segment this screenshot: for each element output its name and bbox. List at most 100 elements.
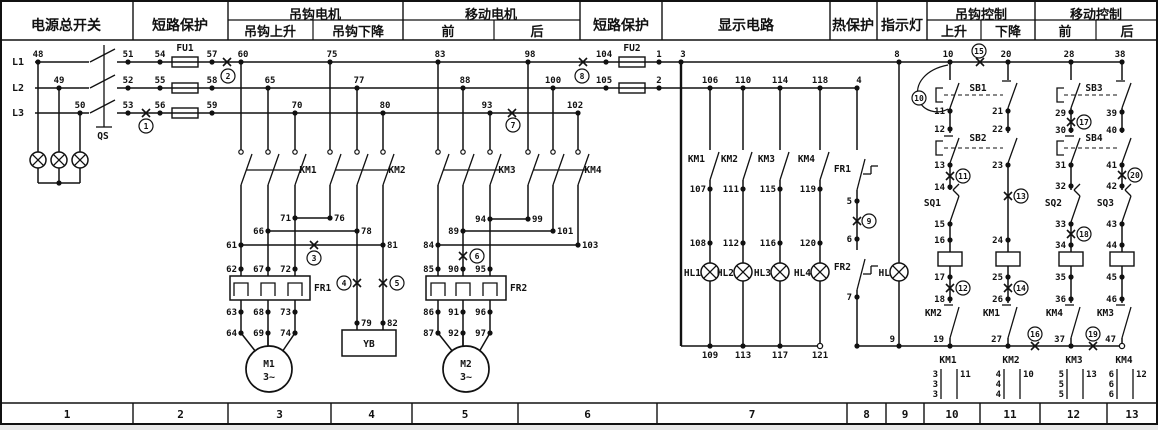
- junction-dot: [380, 110, 386, 116]
- node-number: 105: [596, 76, 612, 86]
- junction-dot: [525, 59, 531, 65]
- footer-column-number: 8: [863, 408, 870, 421]
- symbol-stroke: [952, 183, 960, 191]
- node-number: 47: [1105, 335, 1116, 345]
- symbol-stroke: [1007, 82, 1018, 109]
- junction-dot: [209, 85, 215, 91]
- symbol-stroke: [356, 153, 369, 186]
- junction-dot: [56, 180, 62, 186]
- node-number: 28: [1064, 50, 1075, 60]
- node-number: 85: [423, 265, 434, 275]
- junction-dot: [265, 228, 271, 234]
- component-label: KM2: [721, 154, 738, 165]
- contactor-coil: [995, 251, 1021, 267]
- wire-mark-x: [852, 216, 862, 226]
- wire-mark-x: [1117, 170, 1127, 180]
- junction-dot: [550, 228, 556, 234]
- header-subcell-label: 下降: [995, 24, 1022, 39]
- contactor-coil: [1109, 251, 1135, 267]
- component-label: HL: [879, 268, 891, 279]
- footer-column-number: 10: [945, 408, 958, 421]
- circled-number: 18: [1079, 230, 1089, 239]
- circled-number-marker: [469, 248, 485, 264]
- node-number: 63: [226, 308, 237, 318]
- heater-element-icon: [482, 282, 498, 296]
- junction-dot: [1119, 242, 1125, 248]
- symbol-stroke: [1121, 306, 1132, 339]
- symbol-stroke: [1070, 137, 1081, 164]
- node-number: 2: [656, 76, 661, 86]
- symbol-stroke: [1121, 137, 1132, 164]
- node-number: 27: [991, 335, 1002, 345]
- junction-dot: [777, 343, 783, 349]
- node-number: 107: [690, 185, 706, 195]
- node-number: 26: [992, 295, 1003, 305]
- node-number: 94: [475, 215, 486, 225]
- node-number: 71: [280, 214, 291, 224]
- wire-mark-x: [141, 108, 151, 118]
- circled-number: 3: [312, 254, 317, 263]
- circled-number-marker: [574, 68, 590, 84]
- node-number: 38: [1115, 50, 1126, 60]
- junction-dot: [1005, 108, 1011, 114]
- junction-dot: [854, 343, 860, 349]
- symbol-stroke: [267, 153, 280, 186]
- node-number: 116: [760, 239, 776, 249]
- footer-column-number: 4: [368, 408, 375, 421]
- junction-dot: [777, 186, 783, 192]
- component-label: SB4: [1085, 133, 1102, 144]
- node-number: 108: [690, 239, 706, 249]
- junction-dot: [487, 309, 493, 315]
- contact-terminal: [292, 149, 298, 155]
- junction-dot: [947, 59, 953, 65]
- component-label: SQ3: [1097, 198, 1114, 209]
- symbol-stroke: [1070, 195, 1081, 223]
- contact-terminal: [354, 149, 360, 155]
- junction-dot: [678, 59, 684, 65]
- component-label: FU2: [623, 43, 640, 54]
- node-number: 4: [996, 370, 1002, 380]
- junction-dot: [656, 59, 662, 65]
- node-number: 70: [292, 101, 303, 111]
- junction-dot: [1005, 274, 1011, 280]
- junction-dot: [460, 330, 466, 336]
- junction-dot: [487, 110, 493, 116]
- header-cell-label: 吊钩控制: [955, 7, 1007, 22]
- circled-number-marker: [138, 118, 154, 134]
- lamp-icon: [773, 265, 787, 279]
- junction-dot: [947, 296, 953, 302]
- junction-dot: [354, 85, 360, 91]
- contact-terminal: [460, 149, 466, 155]
- junction-dot: [575, 110, 581, 116]
- symbol-stroke: [856, 258, 866, 291]
- node-number: 96: [475, 308, 486, 318]
- component-label: SB2: [969, 133, 986, 144]
- footer-column-number: 11: [1003, 408, 1017, 421]
- node-number: 55: [155, 76, 166, 86]
- symbol-stroke: [819, 151, 830, 181]
- wire: [281, 332, 296, 353]
- circled-number-marker: [971, 43, 987, 59]
- junction-dot: [265, 330, 271, 336]
- lamp-icon: [31, 153, 45, 167]
- junction-dot: [327, 59, 333, 65]
- header-cell-label: 热保护: [832, 17, 874, 33]
- node-number: 31: [1055, 161, 1066, 171]
- node-number: 100: [545, 76, 561, 86]
- node-number: 43: [1106, 220, 1117, 230]
- wire-mark-x: [378, 278, 388, 288]
- junction-dot: [896, 343, 902, 349]
- symbol-stroke: [1007, 306, 1018, 339]
- heater-element-icon: [455, 282, 471, 296]
- circled-number-marker: [1027, 326, 1043, 342]
- circled-number: 14: [1016, 284, 1026, 293]
- wire-mark-x: [1066, 117, 1076, 127]
- node-number: 69: [253, 329, 264, 339]
- component-label: KM2: [388, 165, 405, 176]
- symbol-stroke: [527, 153, 540, 186]
- node-number: 22: [992, 125, 1003, 135]
- symbol-stroke: [437, 153, 450, 186]
- node-number: 14: [934, 183, 945, 193]
